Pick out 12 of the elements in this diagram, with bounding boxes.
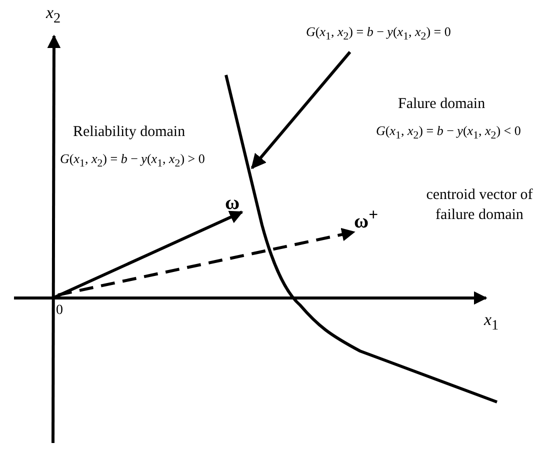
- origin-label: 0: [56, 303, 63, 318]
- region-label: Reliability domain: [73, 124, 186, 140]
- axis-label: x$_{1}$: [484, 311, 499, 334]
- equation-label: G(x$_{1}$, x$_{2}$) = b − y(x$_{1}$, x$_{2}$) < 0: [376, 124, 521, 142]
- vector-label: ω: [225, 192, 240, 214]
- vector-label: ω$^{+}$: [354, 206, 378, 233]
- vector-description: centroid vector of failure domain: [425, 186, 534, 224]
- region-label: Falure domain: [398, 96, 486, 112]
- leader-arrow: [250, 51, 352, 170]
- equation-label: G(x$_{1}$, x$_{2}$) = b − y(x$_{1}$, x$_{2}$) > 0: [60, 152, 205, 170]
- axis-label: x$_{2}$: [46, 4, 61, 27]
- equation-label: G(x$_{1}$, x$_{2}$) = b − y(x$_{1}$, x$_{2}$) = 0: [306, 25, 451, 44]
